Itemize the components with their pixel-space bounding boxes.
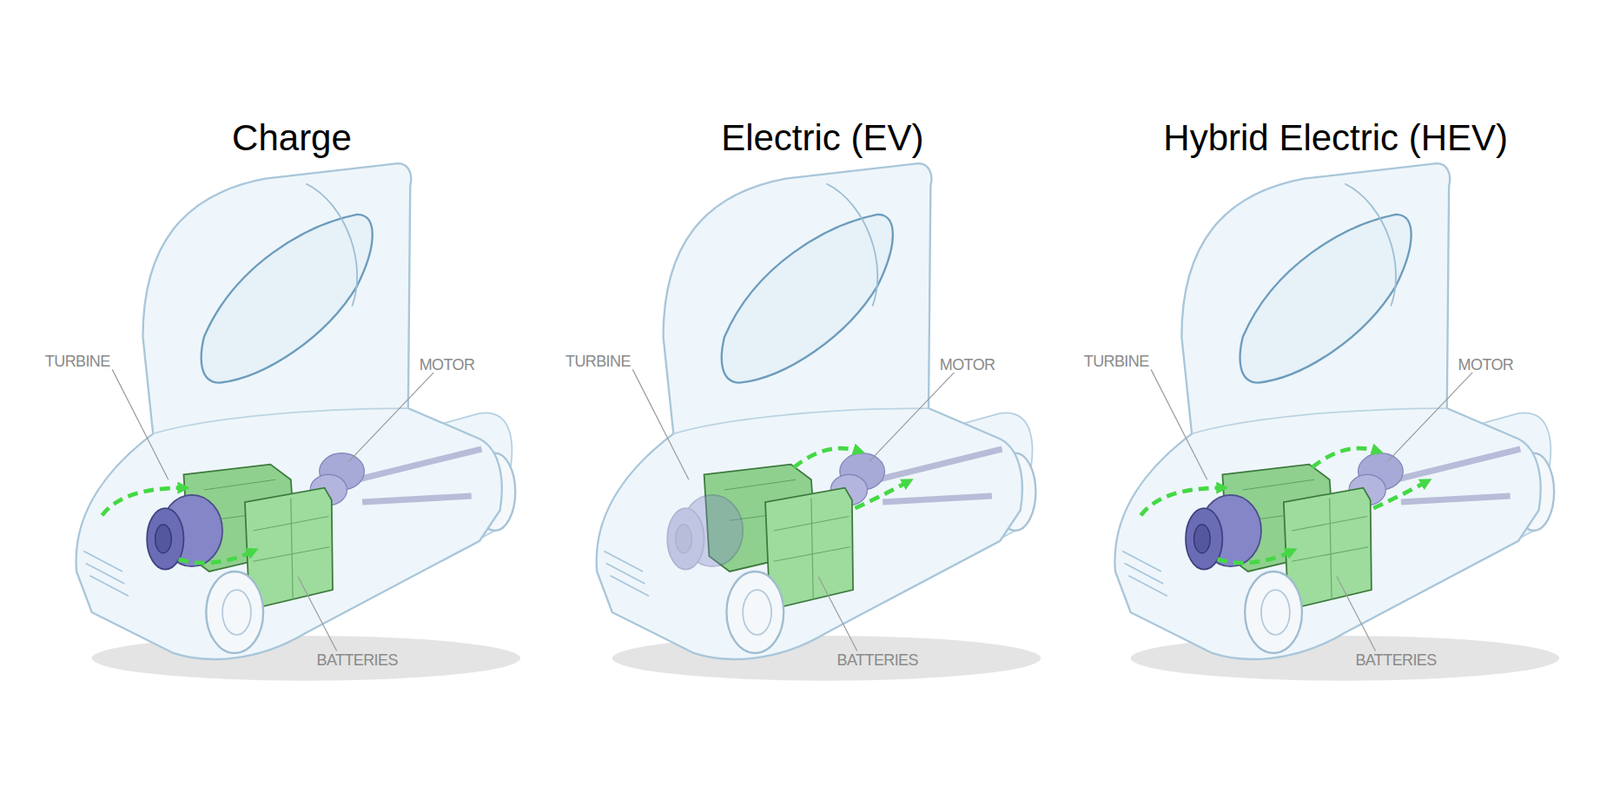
flow-arrows	[1140, 488, 1292, 563]
part-label: BATTERIES	[1355, 652, 1436, 670]
flow-arrows	[101, 488, 253, 563]
panel-heading: Electric (EV)	[720, 117, 924, 158]
flow-arrows	[1312, 448, 1428, 509]
part-label: MOTOR	[419, 357, 476, 375]
turbine-drawing	[667, 495, 743, 570]
truck-panel	[596, 163, 1042, 681]
panel-heading: Hybrid Electric (HEV)	[1163, 117, 1508, 158]
truck-drawing	[1114, 163, 1560, 681]
part-label: TURBINE	[565, 353, 631, 371]
truck-panel	[76, 163, 522, 681]
part-label: TURBINE	[1084, 353, 1150, 371]
part-label: MOTOR	[1458, 357, 1515, 375]
turbine-drawing	[1185, 495, 1262, 570]
part-label: MOTOR	[939, 357, 996, 375]
truck-panel	[1114, 163, 1560, 681]
truck-drawing	[76, 163, 522, 681]
truck-drawing	[596, 163, 1042, 681]
part-label: TURBINE	[45, 353, 111, 371]
part-label: BATTERIES	[837, 652, 919, 670]
part-label: BATTERIES	[317, 652, 398, 670]
turbine-drawing	[146, 495, 223, 570]
panel-heading: Charge	[231, 117, 352, 158]
flow-arrows	[793, 448, 909, 509]
